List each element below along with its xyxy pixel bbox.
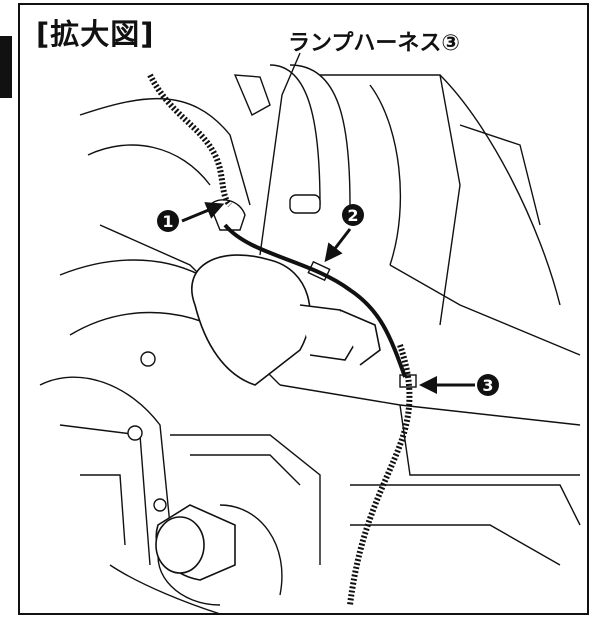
marker-1-circle <box>157 210 179 232</box>
marker-2: 2 <box>324 204 364 263</box>
lamp-harness-line <box>223 223 407 378</box>
dotted-wire <box>147 73 413 606</box>
label-leader-line <box>259 52 301 256</box>
arrow-right-icon <box>181 202 225 223</box>
enlarged-view-frame: [拡大図] ランプハーネス③ <box>18 3 589 615</box>
bolt-heads <box>127 351 167 512</box>
enlarged-view-title: [拡大図] <box>36 17 155 51</box>
marker-2-number: 2 <box>347 206 358 225</box>
engine-outline <box>39 64 581 613</box>
marker-1: 1 <box>157 202 225 232</box>
arrow-down-left-icon <box>324 228 352 263</box>
marker-2-circle <box>342 204 364 226</box>
harness-routing-diagram: 1 2 3 <box>39 52 581 613</box>
marker-3-circle <box>477 374 499 396</box>
lamp-harness-label: ランプハーネス③ <box>288 31 460 56</box>
marker-3: 3 <box>419 374 499 396</box>
marker-3-number: 3 <box>482 376 493 395</box>
page-edge-tab <box>0 36 12 98</box>
marker-1-number: 1 <box>162 212 173 231</box>
actuator-dome <box>191 254 381 386</box>
lower-cylinder <box>155 504 236 581</box>
